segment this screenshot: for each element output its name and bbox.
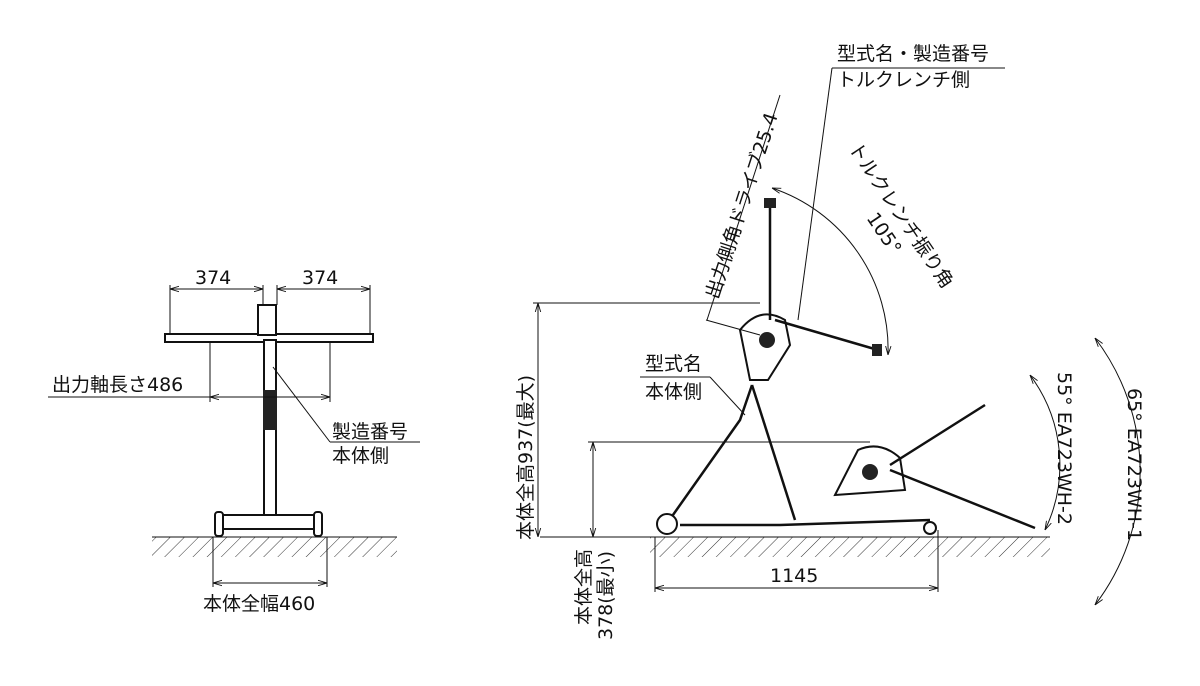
handle-head <box>257 304 277 336</box>
wheel-right <box>313 511 323 537</box>
model-serial-line2: トルクレンチ側 <box>837 69 970 91</box>
wheel-left <box>214 511 224 537</box>
wrench-arm-raised <box>889 403 986 467</box>
left-arm-dimension: 374 <box>195 267 231 289</box>
rear-wheel <box>923 521 937 535</box>
model-label-line2: 本体側 <box>645 381 702 403</box>
body-width: 本体全幅460 <box>203 593 315 615</box>
column-grip <box>263 390 277 430</box>
wrench-arm-lowered <box>889 468 1036 530</box>
front-view: 374 374 出力軸長さ486 製造番号 本体側 本体全幅460 <box>48 267 420 615</box>
serial-label-line1: 製造番号 <box>332 421 408 443</box>
base <box>221 514 315 530</box>
base-rail <box>680 518 931 527</box>
front-wheel <box>656 513 678 535</box>
serial-label-line2: 本体側 <box>332 445 389 467</box>
frame-front <box>666 384 754 523</box>
ground-hatch <box>650 537 1050 557</box>
model-serial-line1: 型式名・製造番号 <box>837 43 989 65</box>
max-height: 本体全高937(最大) <box>515 375 537 540</box>
angle-wh2: 55° EA723WH-2 <box>1053 372 1075 525</box>
min-height-line1: 本体全高 <box>573 549 595 625</box>
length-dimension: 1145 <box>770 565 818 587</box>
side-view: 型式名・製造番号 トルクレンチ側 出力側角ドライブ25.4 トルクレンチ振り角 … <box>515 43 1145 640</box>
swing-angle-label: トルクレンチ振り角 <box>844 138 958 292</box>
output-shaft-length: 出力軸長さ486 <box>52 374 183 396</box>
min-height-line2: 378(最小) <box>595 551 617 640</box>
ground-hatch <box>152 537 397 557</box>
right-arm-dimension: 374 <box>302 267 338 289</box>
angle-wh1: 65° EA723WH-1 <box>1123 388 1145 541</box>
frame-rear <box>750 384 797 521</box>
model-label-line1: 型式名 <box>645 353 702 375</box>
